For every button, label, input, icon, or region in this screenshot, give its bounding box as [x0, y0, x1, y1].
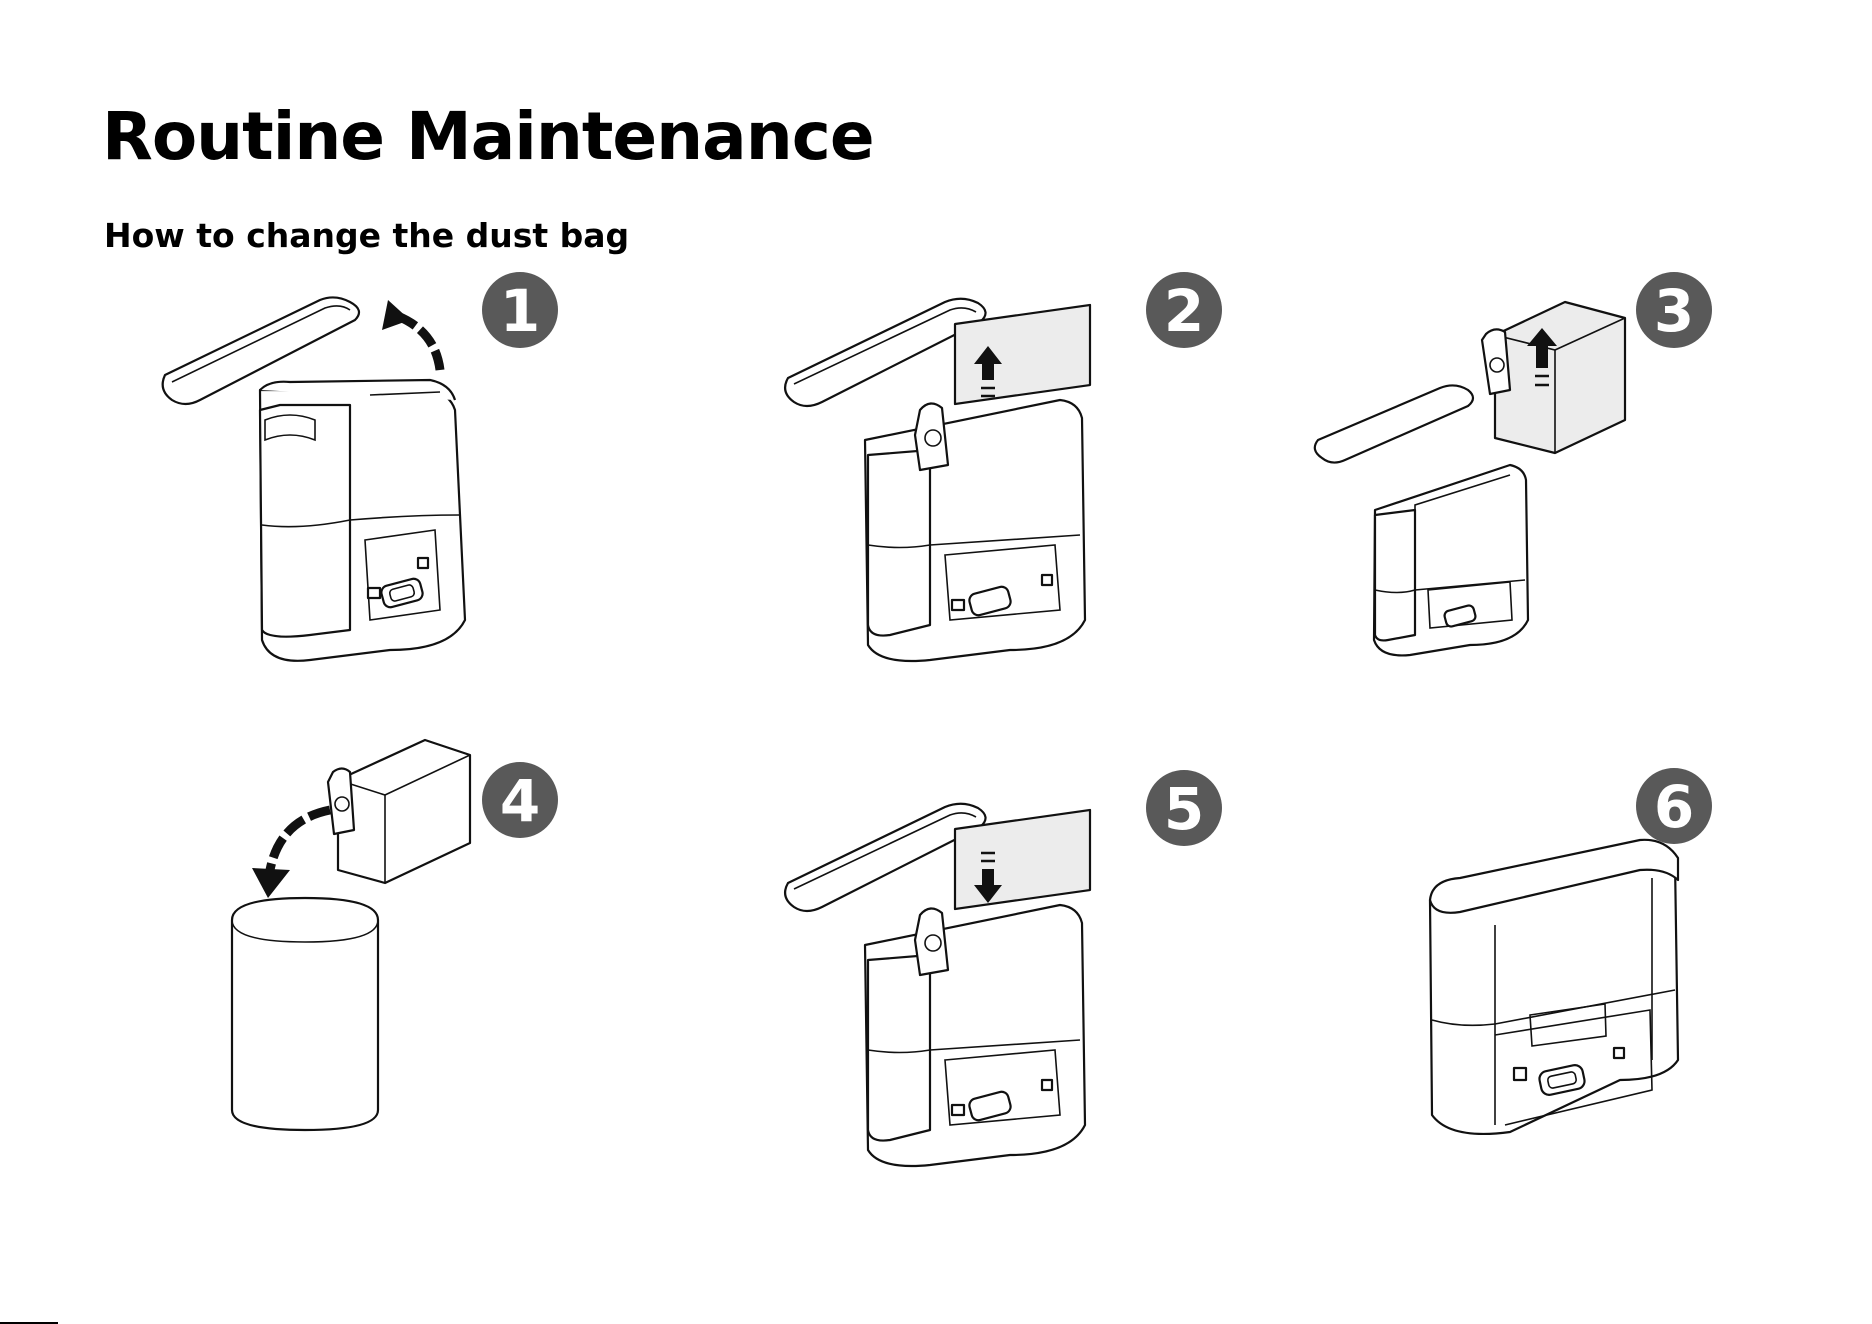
curved-arrow-icon: [382, 300, 440, 370]
docking-station: [1374, 465, 1528, 655]
step-number-badge: 4: [482, 762, 558, 838]
docking-station: [1430, 840, 1678, 1134]
step-number: 6: [1654, 773, 1694, 841]
dust-bag-handle: [915, 908, 948, 975]
page-title: Routine Maintenance: [102, 104, 874, 170]
step-number-badge: 6: [1636, 768, 1712, 844]
step-number-badge: 2: [1146, 272, 1222, 348]
dust-bag: [1482, 302, 1625, 453]
step-1-illustration: 1: [150, 290, 490, 670]
step-2-illustration: 2: [770, 290, 1110, 670]
step-3-illustration: 3: [1300, 290, 1640, 670]
dust-bag: [328, 740, 470, 883]
curved-arrow-icon: [252, 810, 330, 898]
step-number-badge: 3: [1636, 272, 1712, 348]
docking-station: [260, 380, 465, 661]
step-number: 3: [1654, 277, 1694, 345]
step-5-illustration: 5: [770, 795, 1110, 1175]
trash-bin: [232, 898, 378, 1130]
step-number: 1: [500, 277, 540, 345]
step-number: 4: [500, 767, 540, 835]
step-number: 5: [1164, 775, 1204, 843]
step-number: 2: [1164, 277, 1204, 345]
step-6-illustration: 6: [1420, 840, 1700, 1140]
lid: [1315, 385, 1473, 462]
step-4-illustration: 4: [220, 720, 520, 1150]
section-title: How to change the dust bag: [104, 219, 629, 252]
step-number-badge: 1: [482, 272, 558, 348]
dust-bag-handle: [915, 403, 948, 470]
step-number-badge: 5: [1146, 770, 1222, 846]
